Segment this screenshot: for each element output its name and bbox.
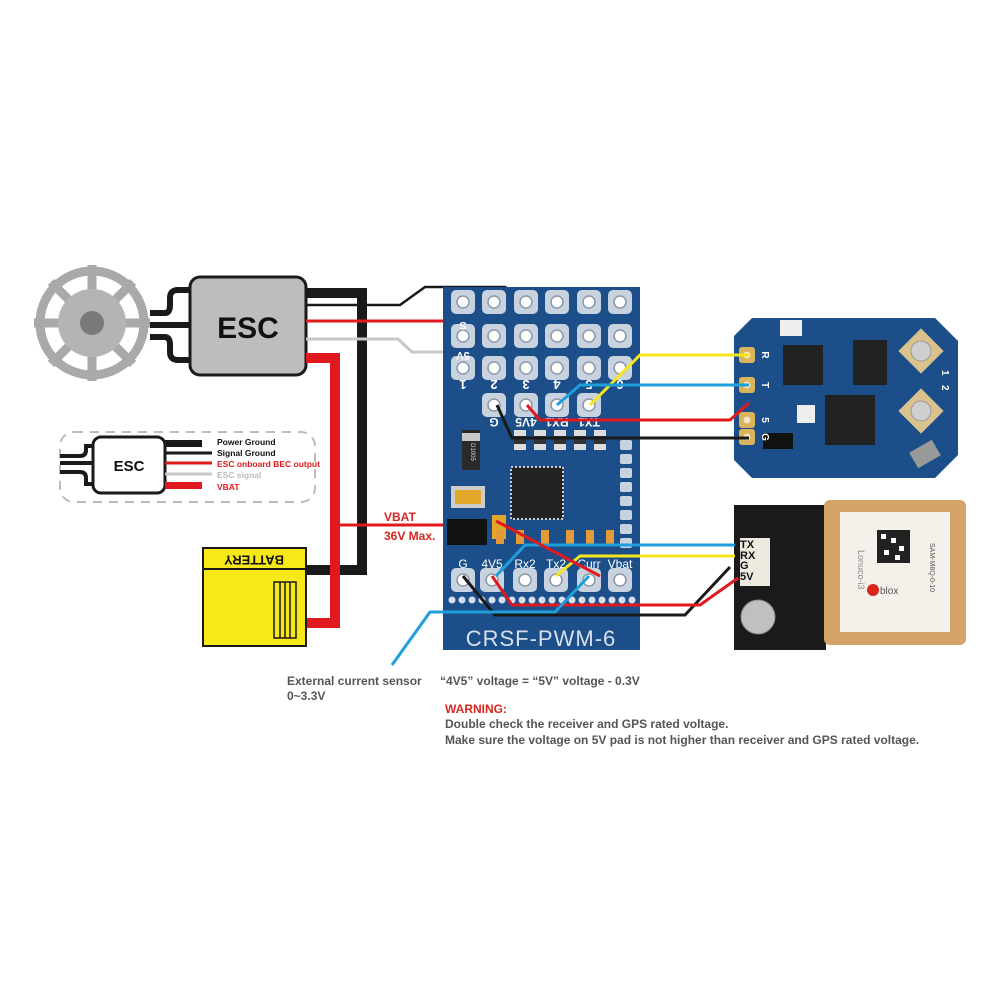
- pwm-pad-ch4-row2[interactable]: [544, 323, 570, 349]
- pwm-label-4: 4: [553, 377, 561, 392]
- legend-bec-output: ESC onboard BEC output: [217, 459, 320, 469]
- pwm-label-3: 3: [522, 377, 529, 392]
- voltage-note: “4V5” voltage = “5V” voltage - 0.3V: [440, 674, 640, 688]
- bottom-pad-rx2[interactable]: [512, 567, 538, 593]
- uart1-label: 4V5: [515, 415, 537, 429]
- current-sensor-note: External current sensor: [287, 674, 422, 688]
- pwm-pad-ch2-row3[interactable]: [481, 355, 507, 381]
- receiver-wires: [495, 353, 751, 440]
- pwm-pad-ch3-row3[interactable]: [513, 355, 539, 381]
- uart1-label: RX1: [545, 415, 569, 429]
- pwm-pad-ch5-row3[interactable]: [576, 355, 602, 381]
- bottom-label-4v5: 4V5: [481, 557, 503, 571]
- motor-icon: [34, 265, 150, 381]
- svg-text:Lonuco-i3: Lonuco-i3: [856, 550, 866, 590]
- gps-pad-g[interactable]: G: [740, 560, 749, 572]
- pwm-pad-ch2-row1[interactable]: [481, 289, 507, 315]
- esc-power-wires: [306, 288, 367, 628]
- battery-label: BATTERY: [224, 553, 284, 568]
- svg-text:5V: 5V: [456, 349, 470, 361]
- board-name: CRSF-PWM-6: [466, 626, 617, 651]
- svg-text:ESC: ESC: [114, 458, 145, 475]
- legend-esc-signal: ESC signal: [217, 470, 261, 480]
- svg-text:2: 2: [939, 385, 950, 391]
- gps-connector: [740, 538, 770, 586]
- svg-text:blox: blox: [880, 586, 898, 597]
- svg-text:SAM-M8Q-0-10: SAM-M8Q-0-10: [928, 543, 935, 592]
- svg-text:1: 1: [939, 370, 950, 376]
- battery: BATTERY: [202, 547, 307, 647]
- warning-title: WARNING:: [445, 702, 507, 716]
- pwm-pad-ch3-row2[interactable]: [513, 323, 539, 349]
- pwm-pad-ch4-row1[interactable]: [544, 289, 570, 315]
- bottom-label-rx2: Rx2: [514, 557, 536, 571]
- bottom-pad-vbat[interactable]: [607, 567, 633, 593]
- gps-pad-tx[interactable]: TX: [740, 539, 755, 551]
- mcu-chip: [510, 466, 564, 520]
- rx-pad-label: R: [759, 351, 770, 359]
- pwm-pad-ch1-row1[interactable]: [450, 289, 476, 315]
- gps-backup-battery: [740, 599, 776, 635]
- svg-text:S: S: [459, 319, 466, 331]
- svg-text:VBAT: VBAT: [384, 510, 416, 524]
- legend-signal-ground: Signal Ground: [217, 448, 276, 458]
- pwm-pad-ch4-row3[interactable]: [544, 355, 570, 381]
- pwm-label-1: 1: [459, 377, 466, 392]
- rx-pad-5[interactable]: 5: [739, 412, 770, 428]
- vbat-note: VBAT 36V Max.: [384, 510, 435, 543]
- bottom-label-tx2: Tx2: [546, 557, 566, 571]
- gps-pad-5v[interactable]: 5V: [740, 571, 754, 583]
- motor-phase-wires: [150, 287, 192, 363]
- ublox-logo-icon: [867, 584, 879, 596]
- legend-power-ground: Power Ground: [217, 437, 276, 447]
- warning-line-1: Double check the receiver and GPS rated …: [445, 717, 728, 731]
- gps-pad-rx[interactable]: RX: [740, 550, 756, 562]
- pwm-pad-ch5-row1[interactable]: [576, 289, 602, 315]
- current-sensor-wire: [390, 574, 591, 666]
- svg-text:36V Max.: 36V Max.: [384, 529, 435, 543]
- esc-main: ESC: [188, 275, 308, 377]
- warning-line-2: Make sure the voltage on 5V pad is not h…: [445, 733, 919, 747]
- legend-vbat: VBAT: [217, 482, 240, 492]
- bottom-pad-tx2[interactable]: [543, 567, 569, 593]
- pwm-pad-ch5-row2[interactable]: [576, 323, 602, 349]
- pwm-pad-ch3-row1[interactable]: [513, 289, 539, 315]
- pwm-label-2: 2: [490, 377, 497, 392]
- gps-wires: [461, 519, 739, 617]
- esc-legend: ESC Power Ground Signal Ground ESC onboa…: [59, 431, 320, 503]
- pwm-pad-ch6-row1[interactable]: [607, 289, 633, 315]
- rx-pad-label: G: [759, 433, 770, 441]
- svg-text:D1005: D1005: [469, 443, 475, 461]
- uart1-label: TX1: [578, 415, 600, 429]
- svg-text:0~3.3V: 0~3.3V: [287, 689, 325, 703]
- bottom-label-vbat: Vbat: [608, 557, 633, 571]
- pwm-pad-ch6-row2[interactable]: [607, 323, 633, 349]
- rx-pad-label: 5: [759, 417, 770, 423]
- bottom-label-g: G: [458, 557, 467, 571]
- esc-main-label: ESC: [217, 312, 279, 345]
- crsf-receiver-board: 1 2 R T 5G: [734, 318, 958, 478]
- notes: External current sensor 0~3.3V “4V5” vol…: [287, 674, 919, 747]
- pwm-pad-ch2-row2[interactable]: [481, 323, 507, 349]
- rx-pad-label: T: [759, 382, 770, 388]
- uart1-label: G: [489, 415, 498, 429]
